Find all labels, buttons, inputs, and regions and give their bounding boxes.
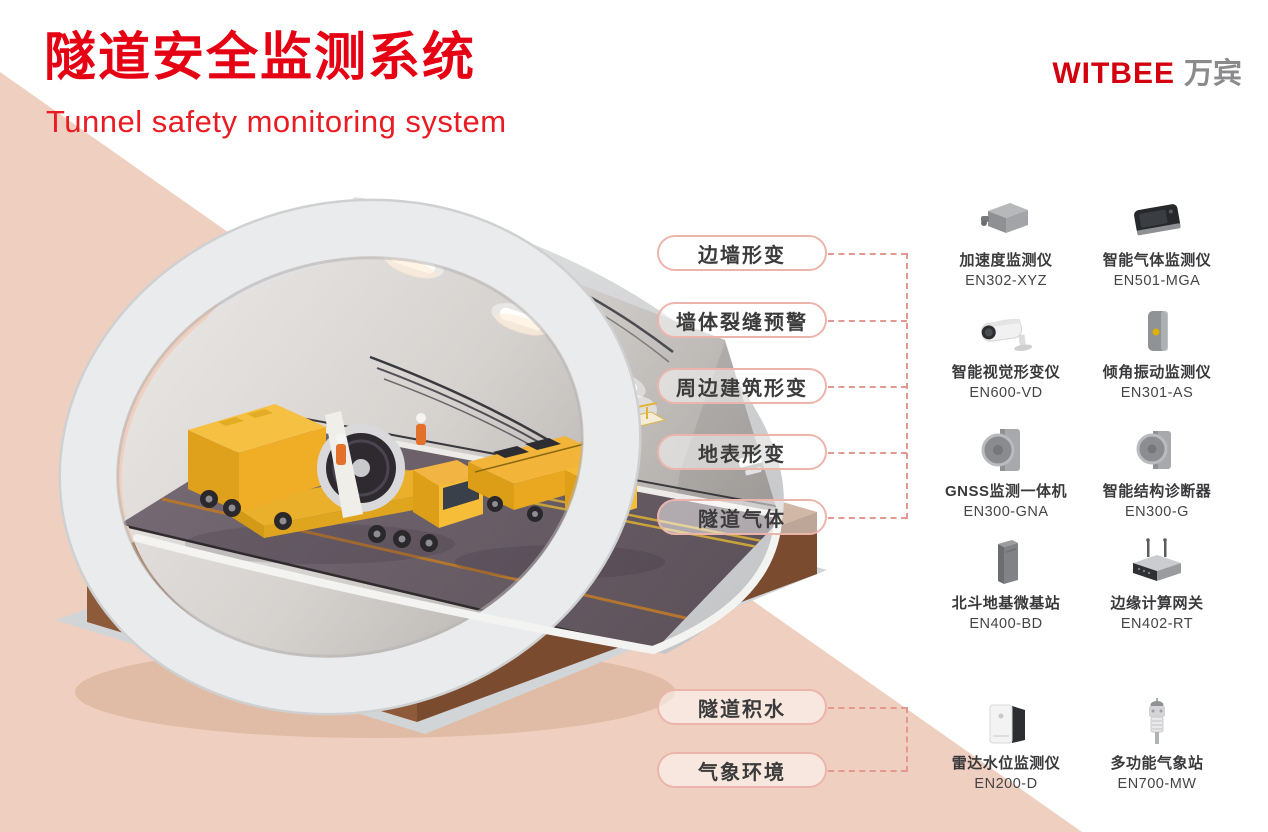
product-name: GNSS监测一体机: [944, 483, 1067, 500]
category-pill-sidewall-deformation: 边墙形变: [657, 235, 827, 271]
brand-logo: WITBEE 万宾: [1052, 50, 1242, 92]
category-pill-surface-deformation: 地表形变: [657, 434, 827, 470]
category-pill-tunnel-water: 隧道积水: [657, 689, 827, 725]
gnss-monitor-image: [926, 416, 1086, 476]
product-card: 倾角振动监测仪 EN301-AS: [1077, 297, 1237, 401]
product-card: 智能气体监测仪 EN501-MGA: [1077, 185, 1237, 289]
product-name: 加速度监测仪: [959, 252, 1053, 269]
product-name: 雷达水位监测仪: [951, 755, 1061, 772]
worker: [416, 413, 426, 445]
tunnel-ring: [60, 199, 640, 715]
product-model: EN301-AS: [1120, 385, 1194, 401]
product-card: 雷达水位监测仪 EN200-D: [926, 688, 1086, 792]
category-pill-surrounding-building-deformation: 周边建筑形变: [657, 368, 827, 404]
connector-line: [828, 320, 907, 322]
product-card: 智能视觉形变仪 EN600-VD: [926, 297, 1086, 401]
edge-gateway-image: [1077, 528, 1237, 588]
product-card: 北斗地基微基站 EN400-BD: [926, 528, 1086, 632]
product-card: GNSS监测一体机 EN300-GNA: [926, 416, 1086, 520]
product-model: EN600-VD: [969, 385, 1043, 401]
vision-camera-image: [926, 297, 1086, 357]
accelerometer-image: [926, 185, 1086, 245]
product-model: EN300-GNA: [963, 504, 1049, 520]
product-model: EN402-RT: [1120, 616, 1194, 632]
connector-line: [828, 452, 907, 454]
gas-monitor-image: [1077, 185, 1237, 245]
connector-line: [906, 253, 908, 519]
product-name: 倾角振动监测仪: [1102, 364, 1212, 381]
product-model: EN400-BD: [969, 616, 1043, 632]
product-card: 多功能气象站 EN700-MW: [1077, 688, 1237, 792]
connector-line: [828, 770, 907, 772]
category-pill-wall-crack-warning: 墙体裂缝预警: [657, 302, 827, 338]
worker: [336, 433, 346, 465]
brand-logo-cjk: 万宾: [1183, 58, 1242, 90]
product-name: 智能结构诊断器: [1102, 483, 1212, 500]
product-card: 边缘计算网关 EN402-RT: [1077, 528, 1237, 632]
connector-line: [828, 253, 907, 255]
category-pill-weather-environment: 气象环境: [657, 752, 827, 788]
product-model: EN700-MW: [1117, 776, 1197, 792]
product-model: EN300-G: [1125, 504, 1189, 520]
page-subtitle: Tunnel safety monitoring system: [46, 104, 507, 139]
product-name: 多功能气象站: [1110, 755, 1204, 772]
connector-line: [906, 707, 908, 772]
page-title: 隧道安全监测系统: [44, 29, 477, 87]
connector-line: [828, 517, 907, 519]
product-model: EN302-XYZ: [965, 273, 1047, 289]
connector-line: [828, 707, 907, 709]
product-card: 加速度监测仪 EN302-XYZ: [926, 185, 1086, 289]
tilt-vibration-monitor-image: [1077, 297, 1237, 357]
cable-truck: [185, 404, 483, 564]
product-model: EN200-D: [974, 776, 1038, 792]
product-model: EN501-MGA: [1113, 273, 1201, 289]
product-name: 智能视觉形变仪: [951, 364, 1061, 381]
category-pill-tunnel-gas: 隧道气体: [657, 499, 827, 535]
radar-water-level-image: [926, 688, 1086, 748]
connector-line: [828, 386, 907, 388]
product-name: 智能气体监测仪: [1102, 252, 1212, 269]
weather-station-image: [1077, 688, 1237, 748]
beidou-base-station-image: [926, 528, 1086, 588]
structure-diagnoser-image: [1077, 416, 1237, 476]
product-card: 智能结构诊断器 EN300-G: [1077, 416, 1237, 520]
product-name: 北斗地基微基站: [951, 595, 1061, 612]
product-name: 边缘计算网关: [1110, 595, 1204, 612]
brand-logo-latin: WITBEE: [1052, 57, 1175, 90]
